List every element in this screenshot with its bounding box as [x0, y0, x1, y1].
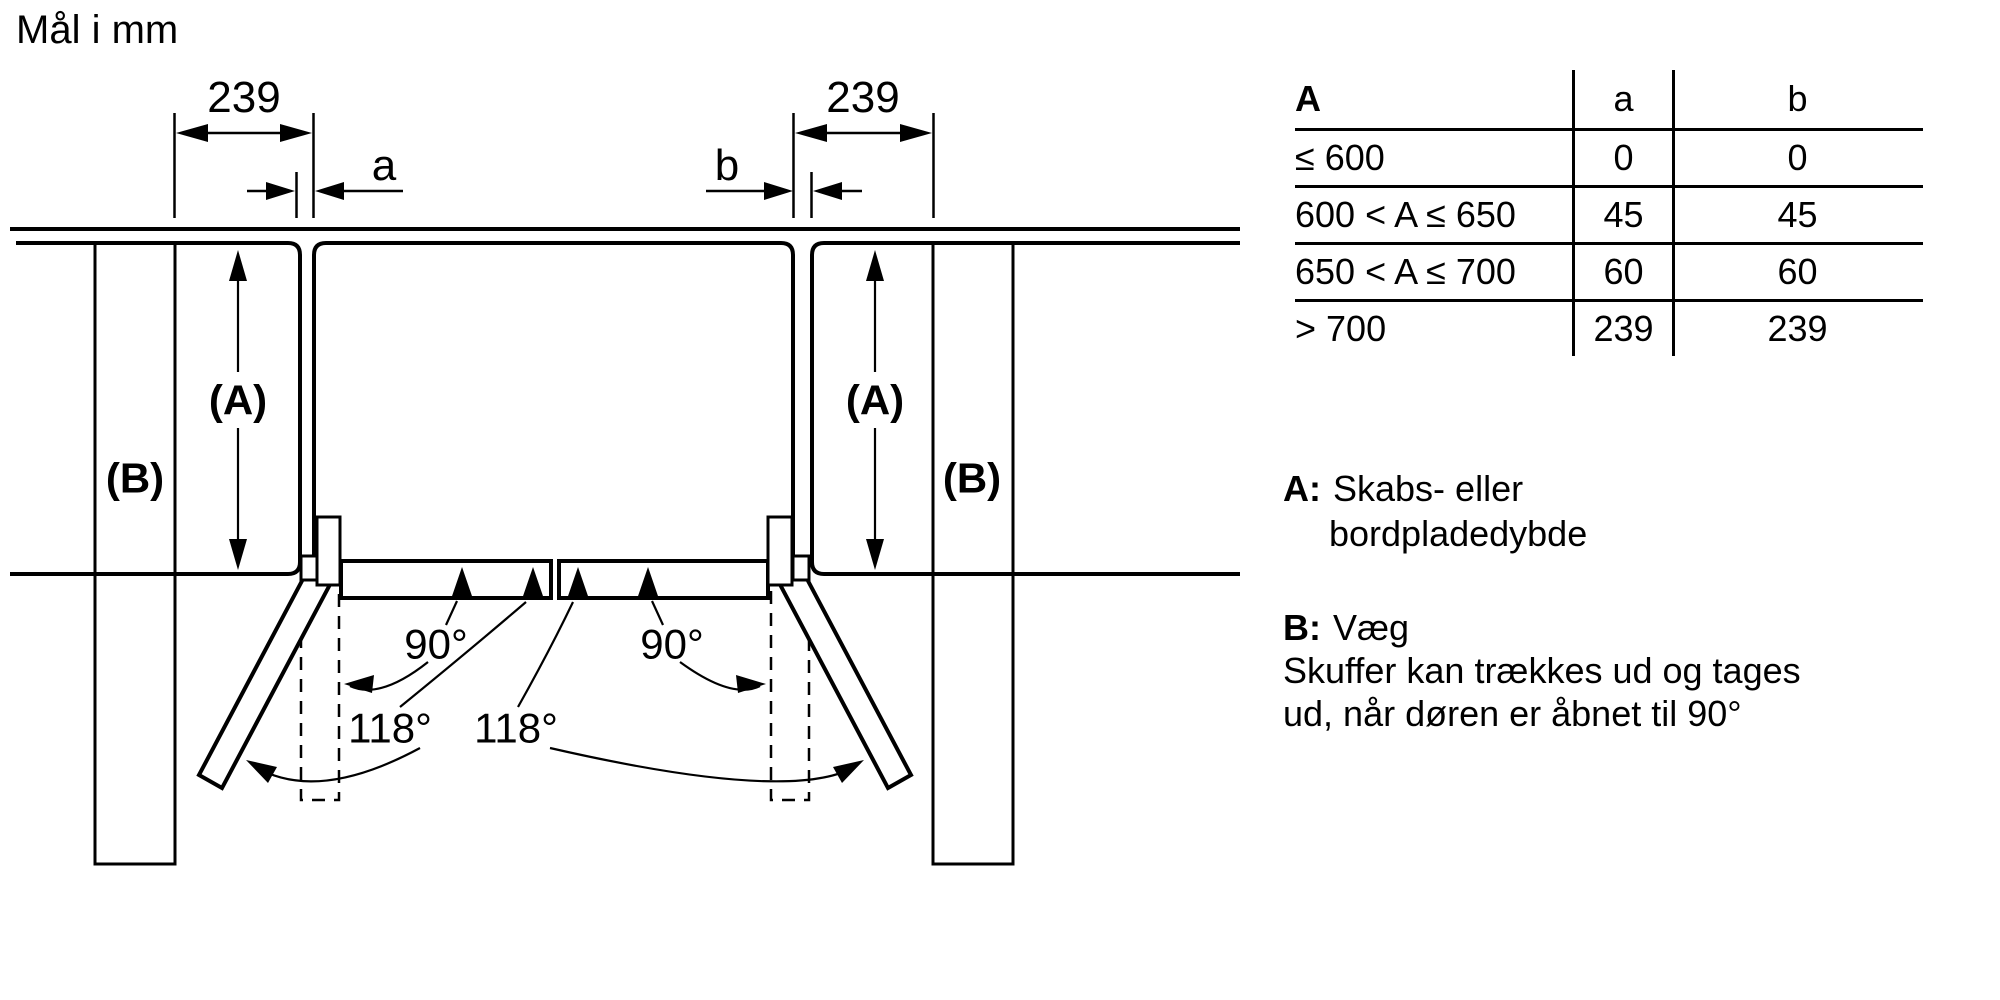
- note-b-text1: Væg: [1333, 607, 1410, 648]
- angle-118-left-text: 118°: [348, 705, 432, 752]
- gap-label-b: b: [715, 141, 739, 190]
- door-handle-right: [766, 515, 794, 587]
- depth-label-left: (A): [209, 377, 267, 424]
- note-a-line2: bordpladedybde: [1329, 513, 1588, 554]
- table-row: 600 < A ≤ 650 45 45: [1295, 188, 1923, 245]
- angle-118-left-leaders: [246, 567, 544, 783]
- dim-239-left: [173, 113, 315, 218]
- note-b-line1: B: Væg: [1283, 606, 1801, 649]
- angle-90-right-leaders: [637, 567, 766, 693]
- depth-label-right: (A): [846, 377, 904, 424]
- note-b: B: Væg Skuffer kan trækkes ud og tages ud…: [1283, 606, 1801, 735]
- table-row: > 700 239 239: [1295, 302, 1923, 356]
- dim-239-right: [792, 113, 935, 218]
- note-b-line3: ud, når døren er åbnet til 90°: [1283, 693, 1742, 734]
- depth-arrow-right: [866, 250, 884, 570]
- b-cell: 239: [1767, 308, 1828, 349]
- table-header-row: A a b: [1295, 70, 1923, 131]
- door-handle-left: [315, 515, 342, 587]
- note-b-label: B:: [1283, 607, 1321, 648]
- range-cell: 650 < A ≤ 700: [1295, 245, 1575, 299]
- page-title: Mål i mm: [16, 8, 179, 52]
- cabinet-right-outline: [810, 241, 1240, 576]
- table-header-A: A: [1295, 70, 1575, 128]
- angle-90-right-text: 90°: [640, 621, 704, 668]
- gap-label-a: a: [372, 141, 397, 190]
- gap-dim-b: [706, 172, 862, 218]
- range-cell: 600 < A ≤ 650: [1295, 188, 1575, 242]
- b-cell: 60: [1777, 251, 1818, 292]
- angle-118-right-leaders: [517, 567, 864, 783]
- angle-90-left-leaders: [344, 567, 473, 693]
- door-left-closed: [339, 559, 553, 600]
- table-row: 650 < A ≤ 700 60 60: [1295, 245, 1923, 302]
- a-cell: 60: [1575, 245, 1675, 299]
- range-cell: ≤ 600: [1295, 131, 1575, 185]
- table-header-a: a: [1575, 70, 1675, 128]
- note-a-line1: A: Skabs- eller: [1283, 466, 1587, 511]
- cabinet-left-outline: [10, 241, 302, 576]
- a-cell: 45: [1575, 188, 1675, 242]
- depth-arrow-left: [229, 250, 247, 570]
- wall-label-left: (B): [106, 455, 164, 502]
- angle-118-right-text: 118°: [474, 705, 558, 752]
- gap-dim-a: [247, 172, 403, 218]
- door-right-open-90-dashed: [769, 564, 811, 802]
- wall-label-right: (B): [943, 455, 1001, 502]
- dim-239-right-text: 239: [826, 73, 899, 122]
- a-cell: 239: [1575, 302, 1675, 356]
- hinge-bracket-left: [299, 554, 319, 582]
- door-right-closed: [557, 559, 770, 600]
- note-a-text1: Skabs- eller: [1333, 468, 1524, 509]
- b-cell: 45: [1777, 194, 1818, 235]
- wall-right: [931, 241, 1015, 866]
- wall-left: [93, 241, 177, 866]
- note-b-line2: Skuffer kan trækkes ud og tages: [1283, 650, 1801, 691]
- a-cell: 0: [1575, 131, 1675, 185]
- door-left-open-90-dashed: [299, 564, 341, 802]
- range-cell: > 700: [1295, 302, 1575, 356]
- door-right-open-118: [772, 559, 914, 791]
- door-left-open-118: [196, 559, 338, 791]
- b-cell: 0: [1787, 137, 1808, 178]
- hinge-bracket-right: [791, 554, 811, 582]
- appliance-outline: [312, 241, 795, 557]
- clearance-table: A a b ≤ 600 0 0 600 < A ≤ 650 45 45 650 …: [1295, 70, 1923, 356]
- dim-239-left-text: 239: [207, 73, 280, 122]
- table-row: ≤ 600 0 0: [1295, 131, 1923, 188]
- note-a-label: A:: [1283, 468, 1321, 509]
- note-a: A: Skabs- eller bordpladedybde: [1283, 466, 1587, 556]
- table-header-b: b: [1787, 78, 1808, 119]
